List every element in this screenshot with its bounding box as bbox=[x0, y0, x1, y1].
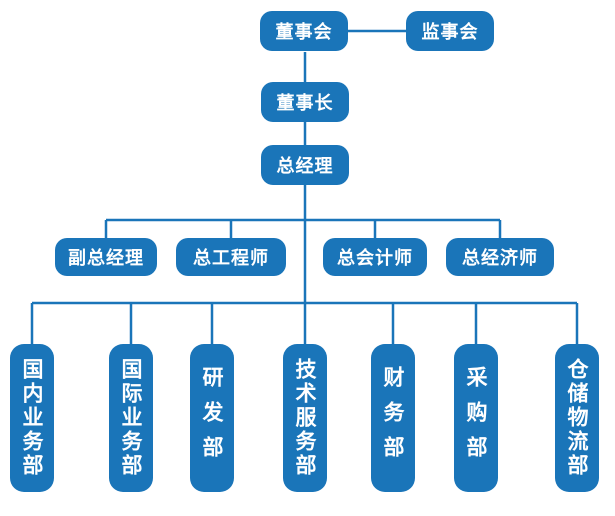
department-node: 技术服务部 bbox=[283, 344, 327, 492]
chairman-node: 董事长 bbox=[261, 82, 349, 122]
executive-node: 副总经理 bbox=[55, 238, 157, 276]
executive-node: 总工程师 bbox=[176, 238, 286, 276]
department-node: 研发部 bbox=[190, 344, 234, 492]
department-node: 仓储物流部 bbox=[555, 344, 599, 492]
executive-node: 总经济师 bbox=[446, 238, 554, 276]
department-node: 财务部 bbox=[371, 344, 415, 492]
board-node: 董事会 bbox=[260, 11, 348, 51]
general-manager-node: 总经理 bbox=[261, 145, 349, 185]
department-node: 国际业务部 bbox=[109, 344, 153, 492]
department-node: 采购部 bbox=[454, 344, 498, 492]
executive-node: 总会计师 bbox=[323, 238, 427, 276]
department-node: 国内业务部 bbox=[10, 344, 54, 492]
supervisors-node: 监事会 bbox=[406, 11, 494, 51]
